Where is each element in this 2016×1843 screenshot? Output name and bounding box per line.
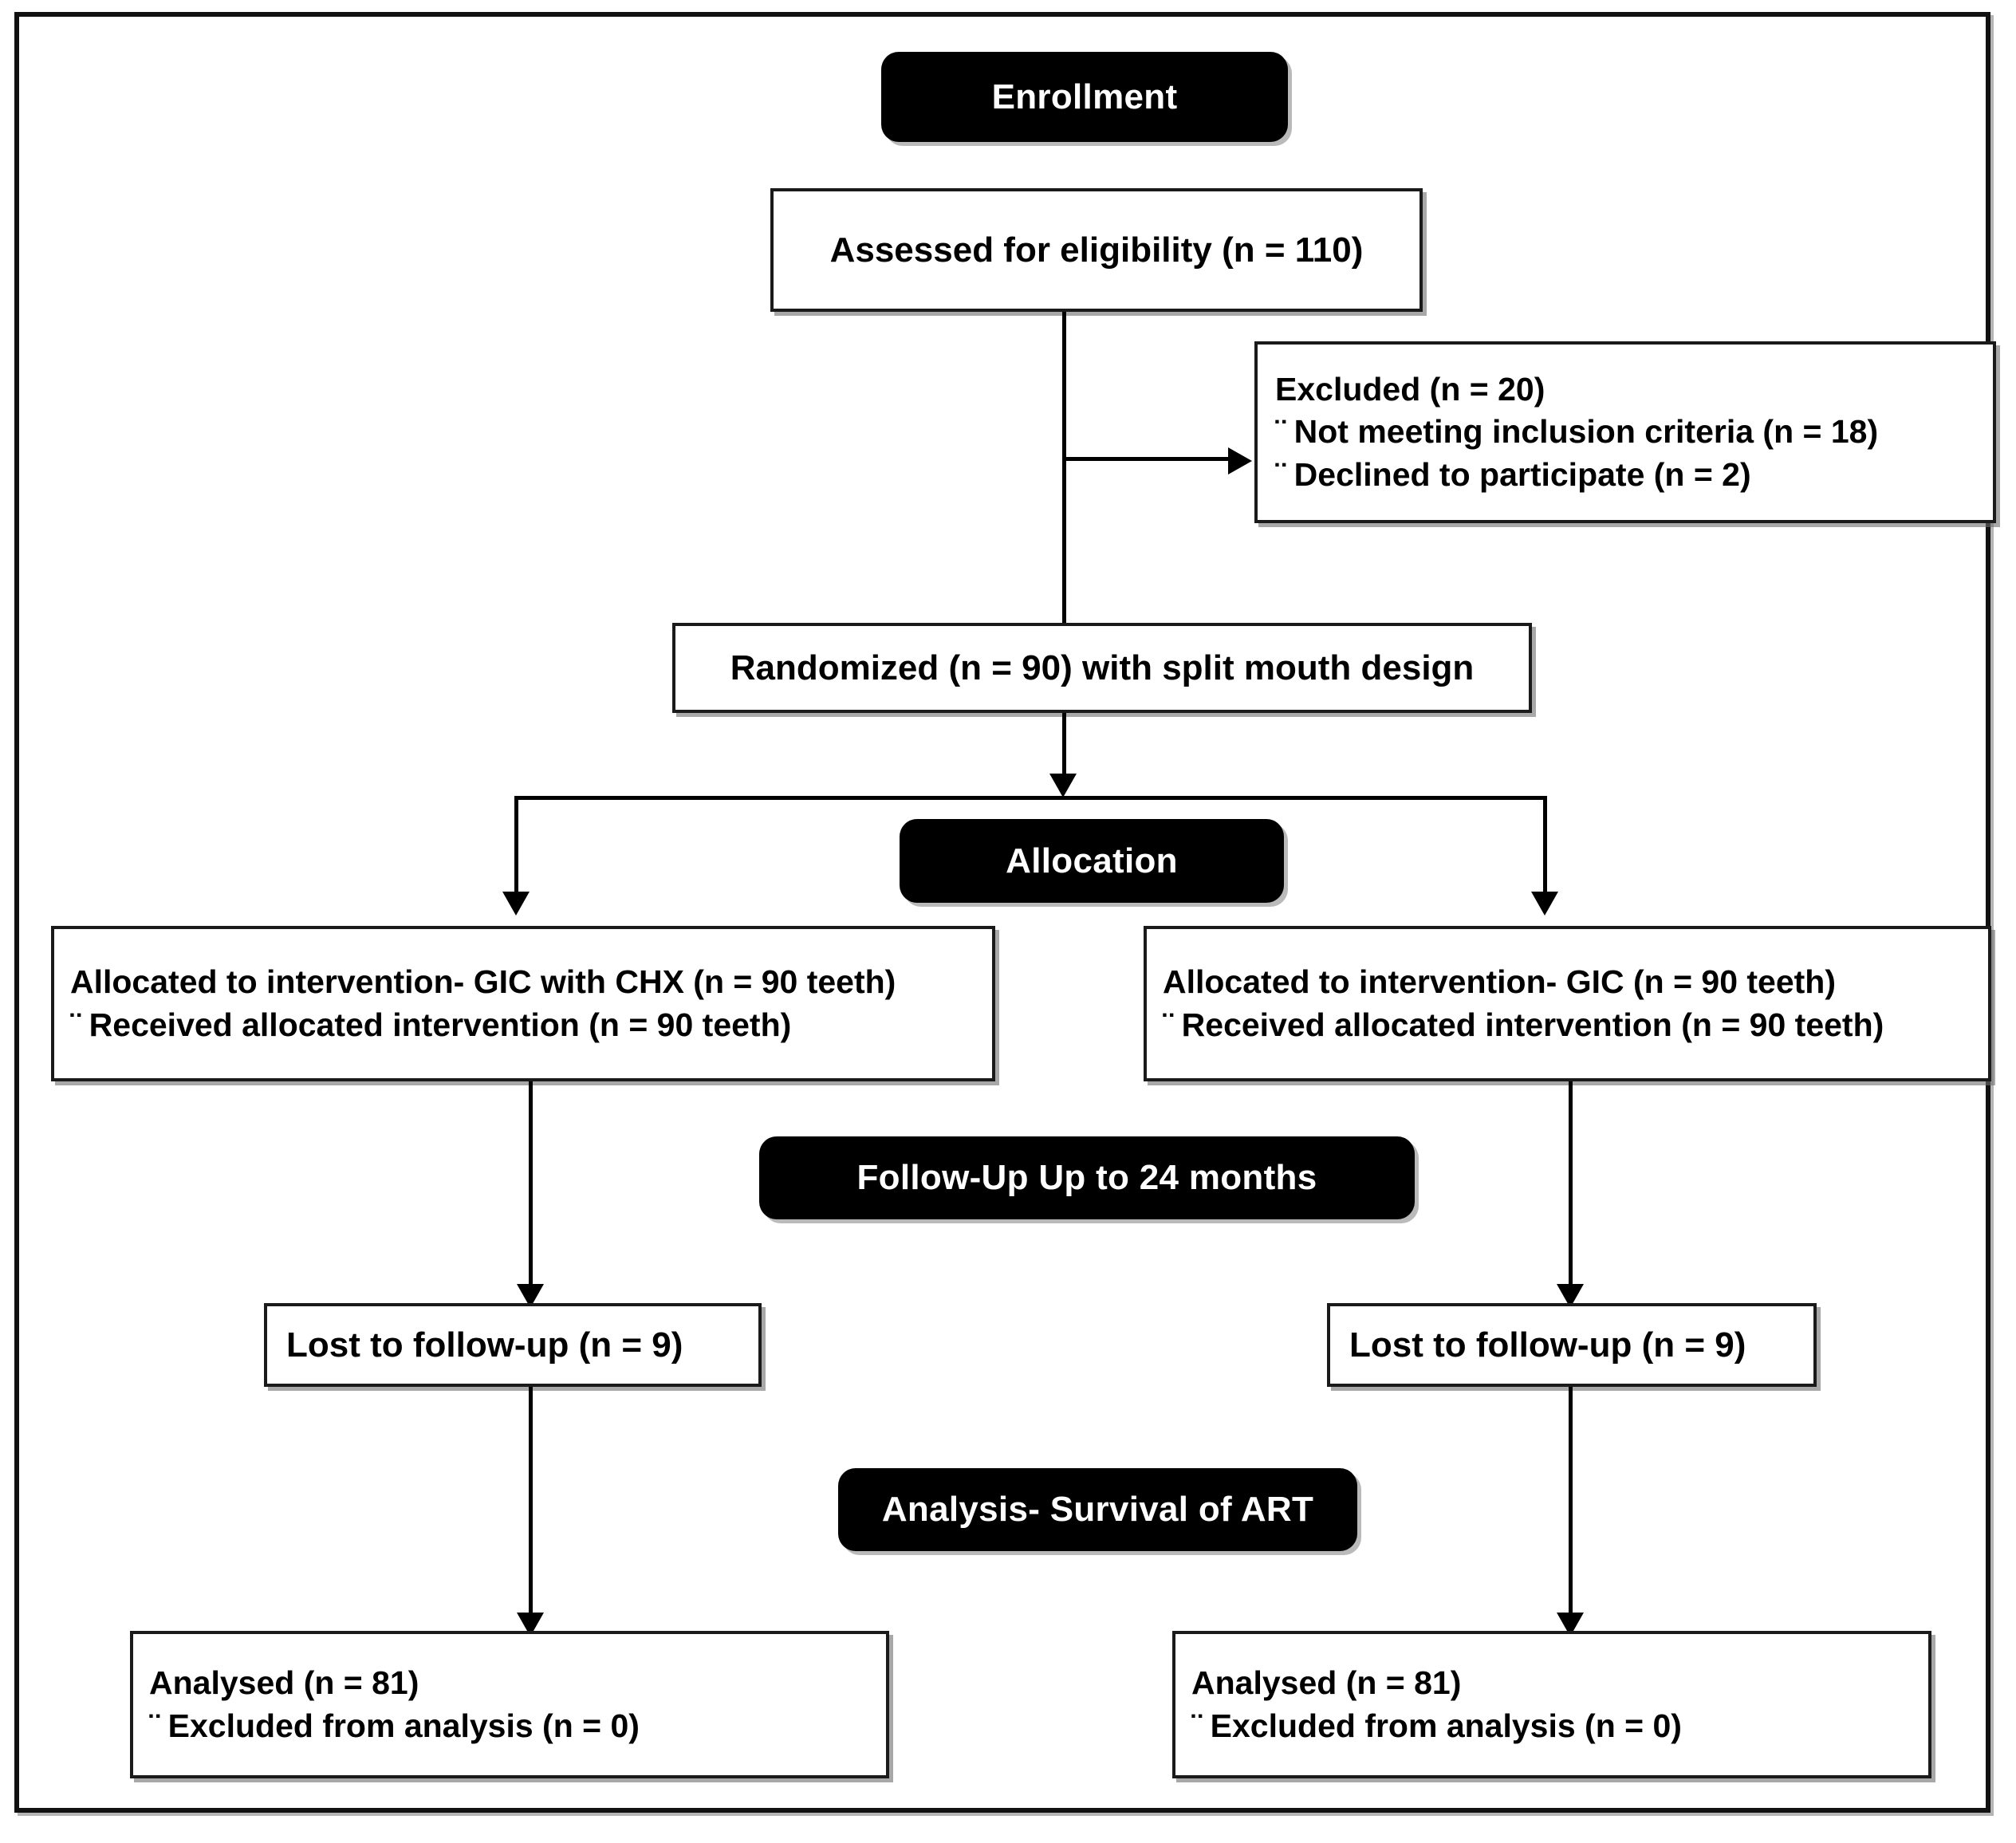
allocated-left-bullet-1-label: Received allocated intervention (n = 90 … [89, 1006, 792, 1043]
diagram-outer-frame [14, 12, 1990, 1813]
assessed-line-1: Assessed for eligibility (n = 110) [829, 230, 1364, 270]
connector-alloc-left-to-lost-left [529, 1081, 533, 1289]
allocated-left-bullet-item-1: ¨ Received allocated intervention (n = 9… [70, 1004, 791, 1046]
banner-followup-label: Follow-Up Up to 24 months [856, 1158, 1317, 1197]
connector-lost-right-to-analysed-right [1569, 1387, 1573, 1618]
analysed-right-bullet-item-1: ¨ Excluded from analysis (n = 0) [1191, 1705, 1682, 1747]
excluded-bullet-item-2: ¨ Declined to participate (n = 2) [1275, 454, 1751, 496]
connector-allocation-split-bar [514, 796, 1547, 800]
arrowhead-split-to-alloc-left [502, 892, 530, 916]
banner-enrollment: Enrollment [881, 52, 1288, 142]
allocated-right-bullet-item-1: ¨ Received allocated intervention (n = 9… [1163, 1004, 1884, 1046]
banner-followup: Follow-Up Up to 24 months [759, 1136, 1415, 1219]
connector-split-to-alloc-right [1543, 796, 1547, 896]
excluded-bullet-2-label: Declined to participate (n = 2) [1293, 455, 1751, 493]
banner-allocation-label: Allocation [1006, 841, 1178, 880]
analysed-left-bullet-item-1: ¨ Excluded from analysis (n = 0) [149, 1705, 640, 1747]
node-allocated-left: Allocated to intervention- GIC with CHX … [51, 926, 995, 1081]
node-lost-to-followup-left: Lost to follow-up (n = 9) [264, 1303, 762, 1387]
node-randomized: Randomized (n = 90) with split mouth des… [672, 623, 1532, 713]
allocated-left-line-1: Allocated to intervention- GIC with CHX … [70, 963, 896, 1001]
banner-analysis-label: Analysis- Survival of ART [881, 1490, 1314, 1529]
connector-alloc-right-to-lost-right [1569, 1081, 1573, 1289]
connector-lost-left-to-analysed-left [529, 1387, 533, 1618]
bullet-glyph-icon: ¨ [1163, 1006, 1174, 1043]
connector-assessed-to-excluded [1062, 457, 1231, 461]
connector-randomized-to-split [1062, 713, 1066, 777]
randomized-line-1: Randomized (n = 90) with split mouth des… [730, 648, 1475, 687]
analysed-left-bullet-1-label: Excluded from analysis (n = 0) [167, 1707, 640, 1744]
bullet-glyph-icon: ¨ [1275, 455, 1286, 493]
node-excluded: Excluded (n = 20) ¨ Not meeting inclusio… [1254, 341, 1996, 523]
allocated-right-line-1: Allocated to intervention- GIC (n = 90 t… [1163, 963, 1837, 1001]
lost-right-line-1: Lost to follow-up (n = 9) [1349, 1325, 1746, 1365]
bullet-glyph-icon: ¨ [1275, 413, 1286, 451]
connector-split-to-alloc-left [514, 796, 518, 896]
connector-assessed-to-randomized [1062, 312, 1066, 623]
arrowhead-randomized-to-split [1049, 774, 1077, 797]
excluded-line-1: Excluded (n = 20) [1275, 371, 1545, 408]
excluded-bullet-1-label: Not meeting inclusion criteria (n = 18) [1293, 413, 1879, 451]
node-analysed-left: Analysed (n = 81) ¨ Excluded from analys… [130, 1631, 889, 1778]
bullet-glyph-icon: ¨ [149, 1707, 160, 1744]
node-assessed-for-eligibility: Assessed for eligibility (n = 110) [770, 188, 1423, 312]
banner-allocation: Allocation [900, 819, 1284, 903]
node-allocated-right: Allocated to intervention- GIC (n = 90 t… [1144, 926, 1991, 1081]
banner-analysis: Analysis- Survival of ART [838, 1468, 1357, 1551]
banner-enrollment-label: Enrollment [991, 77, 1178, 116]
analysed-right-line-1: Analysed (n = 81) [1191, 1664, 1462, 1702]
arrowhead-split-to-alloc-right [1531, 892, 1558, 916]
lost-left-line-1: Lost to follow-up (n = 9) [286, 1325, 683, 1365]
node-lost-to-followup-right: Lost to follow-up (n = 9) [1327, 1303, 1817, 1387]
bullet-glyph-icon: ¨ [1191, 1707, 1203, 1744]
node-analysed-right: Analysed (n = 81) ¨ Excluded from analys… [1172, 1631, 1931, 1778]
bullet-glyph-icon: ¨ [70, 1006, 81, 1043]
analysed-left-line-1: Analysed (n = 81) [149, 1664, 419, 1702]
analysed-right-bullet-1-label: Excluded from analysis (n = 0) [1210, 1707, 1682, 1744]
allocated-right-bullet-1-label: Received allocated intervention (n = 90 … [1181, 1006, 1884, 1043]
arrowhead-to-excluded [1228, 447, 1252, 475]
excluded-bullet-item-1: ¨ Not meeting inclusion criteria (n = 18… [1275, 411, 1878, 453]
